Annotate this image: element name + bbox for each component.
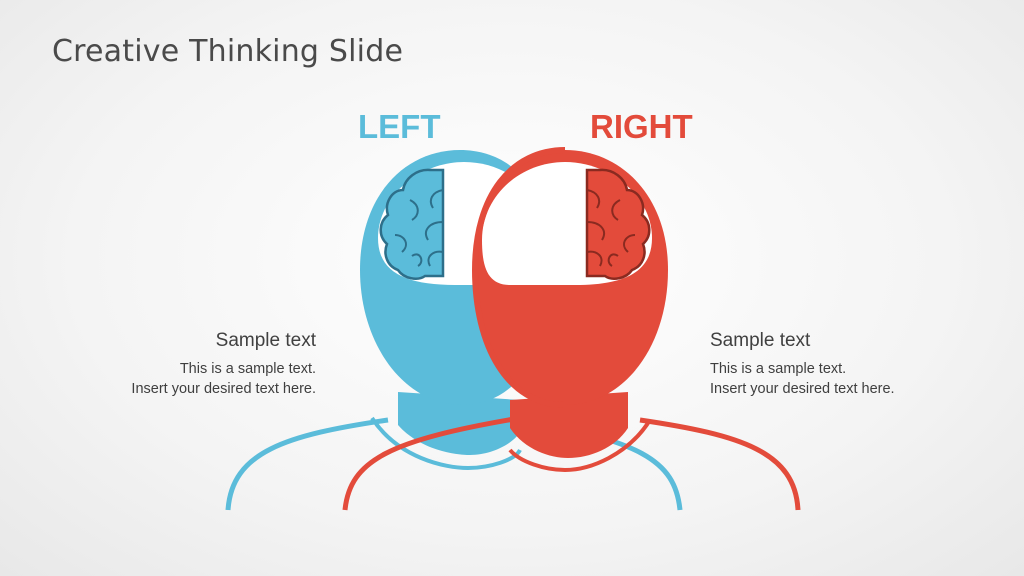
left-text-line-1: This is a sample text. [179,361,316,377]
slide-title: Creative Thinking Slide [52,34,404,69]
left-brain-icon [379,168,445,280]
right-brain-icon [585,168,651,280]
right-text-heading: Sample text [710,330,811,351]
left-text-line-2: Insert your desired text here. [131,381,316,397]
left-label: LEFT [358,108,441,145]
right-label: RIGHT [590,108,693,145]
right-text-block: Sample text This is a sample text. Inser… [710,330,1010,399]
right-text-line-2: Insert your desired text here. [710,381,895,397]
left-text-block: Sample text This is a sample text. Inser… [16,330,316,399]
left-text-heading: Sample text [215,330,316,351]
right-text-line-1: This is a sample text. [710,361,847,377]
